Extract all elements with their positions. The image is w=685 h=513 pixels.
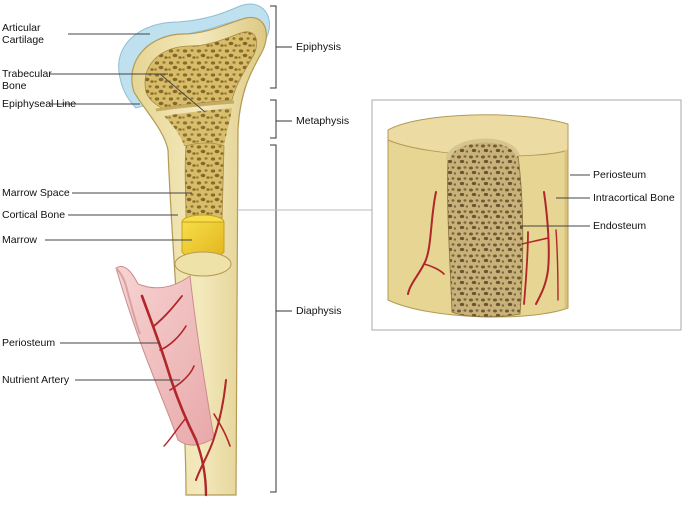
marrow-cavity: [184, 142, 225, 223]
region-brackets: [270, 5, 292, 493]
nutrient-artery-vessels: [140, 294, 231, 497]
label-epiphysis: Epiphysis: [296, 41, 341, 53]
inset-leader-lines: [520, 174, 590, 227]
label-nutrient-artery: Nutrient Artery: [2, 374, 70, 386]
label-metaphysis: Metaphysis: [296, 115, 350, 127]
inset-spongy-core: [447, 140, 524, 318]
epiphyseal-line: [155, 100, 235, 112]
periosteum-flap: [115, 266, 215, 446]
inset-bone-section: [387, 114, 569, 318]
label-marrow-space: Marrow Space: [2, 187, 70, 199]
label-diaphysis: Diaphysis: [296, 305, 342, 317]
label-periosteum: Periosteum: [2, 337, 56, 349]
metaphysis-trabecular-region: [164, 108, 232, 146]
inset-blood-vessels: [407, 191, 559, 305]
label-inset-periosteum: Periosteum: [593, 169, 647, 181]
label-epiphyseal-line: Epiphyseal Line: [2, 98, 77, 110]
label-articular-cartilage: Articular Cartilage: [2, 22, 45, 46]
label-intracortical-bone: Intracortical Bone: [593, 192, 675, 204]
label-endosteum: Endosteum: [593, 220, 647, 232]
shaft-cut-face: [174, 251, 232, 277]
label-trabecular-bone: Trabecular Bone: [2, 68, 52, 92]
left-leader-lines: [45, 33, 206, 381]
label-marrow: Marrow: [2, 234, 38, 246]
periosteum-flap-edge: [115, 267, 141, 335]
label-cortical-bone: Cortical Bone: [2, 209, 66, 221]
